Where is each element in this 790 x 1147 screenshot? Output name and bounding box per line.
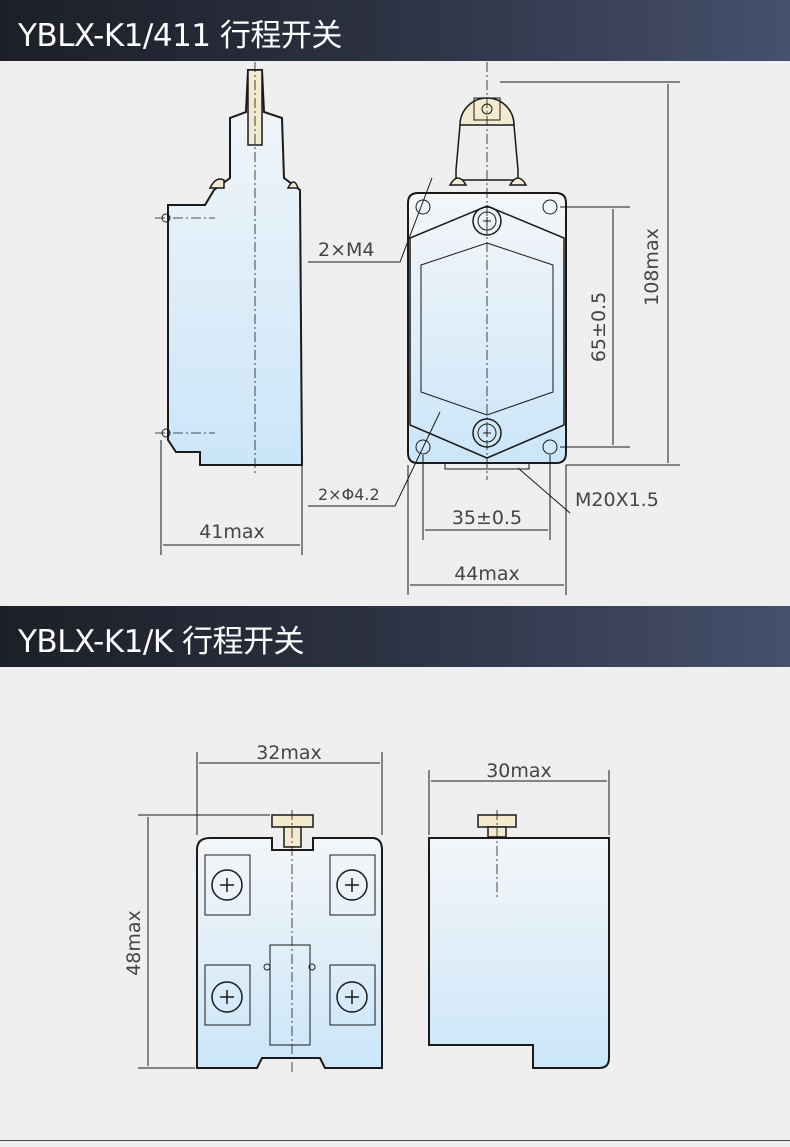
- dim-depth-k: 30max: [486, 760, 552, 782]
- dim-depth: 41max: [199, 521, 265, 543]
- dimension-lines-k: [138, 752, 610, 1069]
- dimension-lines: [160, 81, 680, 595]
- dim-height: 108max: [641, 228, 663, 306]
- drawing-yblx-k1-k: 32max 30max 48max: [123, 742, 610, 1072]
- dim-hole-spacing-w: 35±0.5: [452, 507, 522, 529]
- side-view: [155, 62, 304, 475]
- side-view-k: [428, 810, 610, 1069]
- dim-mount-holes: 2×Φ4.2: [318, 485, 380, 504]
- divider: [0, 1140, 790, 1141]
- dim-height-k: 48max: [123, 910, 145, 976]
- section-title: YBLX-K1/K 行程开关: [18, 624, 305, 660]
- front-view: [407, 62, 567, 480]
- dim-conduit: M20X1.5: [575, 489, 659, 511]
- front-view-k: [196, 810, 383, 1072]
- dim-thread-holes: 2×M4: [318, 239, 375, 261]
- dim-width: 44max: [454, 563, 520, 585]
- dim-width-k: 32max: [256, 742, 322, 764]
- section-header-yblx-k1-k: YBLX-K1/K 行程开关: [0, 606, 790, 667]
- drawing-yblx-k1-411: 2×M4 2×Φ4.2 M20X1.5 35±0.5 44max 41max 6…: [155, 62, 680, 595]
- section-title: YBLX-K1/411 行程开关: [18, 18, 342, 54]
- dim-hole-spacing-h: 65±0.5: [588, 292, 610, 362]
- section-header-yblx-k1-411: YBLX-K1/411 行程开关: [0, 0, 790, 61]
